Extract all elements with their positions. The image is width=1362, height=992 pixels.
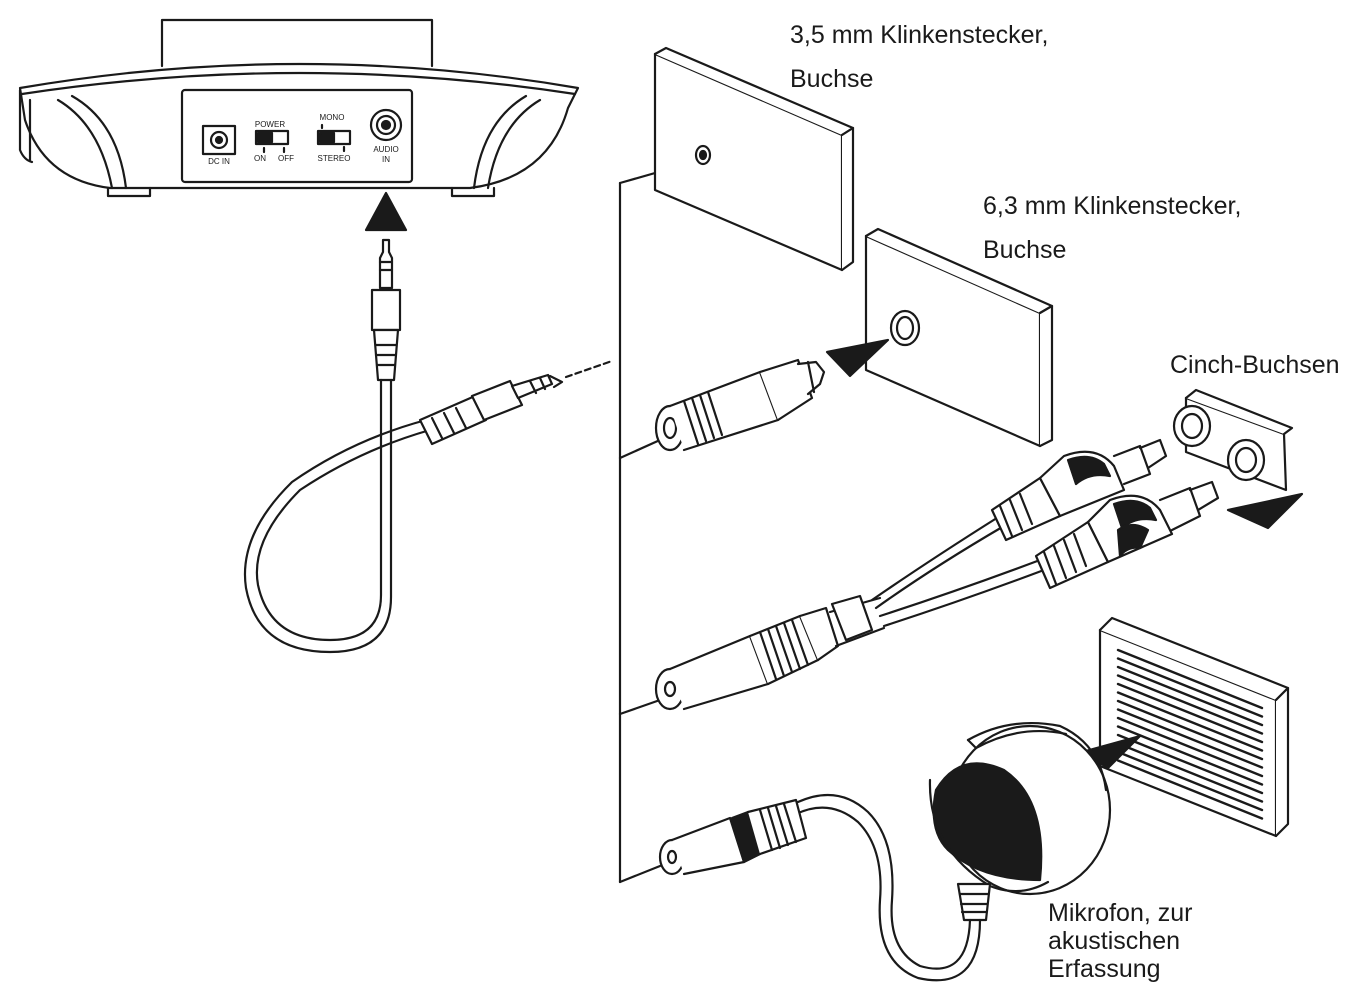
- transmitter-device: [18, 18, 580, 198]
- grille-slat: [1116, 674, 1264, 735]
- label-microphone-line2: akustischen: [1048, 927, 1181, 955]
- label-jack-6-3mm-line2: Buchse: [983, 236, 1067, 264]
- grille-slat: [1116, 742, 1264, 803]
- power-off-label: OFF: [278, 154, 294, 163]
- dc-in-label: DC IN: [208, 157, 230, 166]
- grille-slat: [1116, 725, 1264, 786]
- audio-cable-3-5mm: [243, 238, 614, 654]
- label-jack-3-5mm-line2: Buchse: [790, 65, 874, 93]
- label-microphone-line1: Mikrofon, zur: [1048, 899, 1193, 927]
- grille-slat: [1116, 691, 1264, 752]
- power-label: POWER: [255, 120, 285, 129]
- rca-y-cable: [654, 438, 1220, 711]
- grille-slat: [1116, 682, 1264, 744]
- speaker-grille: [1098, 616, 1290, 838]
- arrow-right-icon: [1226, 492, 1304, 530]
- cinch-sockets: [1172, 388, 1294, 492]
- power-on-label: ON: [254, 154, 266, 163]
- socket-block-3-5mm: [653, 46, 855, 272]
- grille-slat: [1116, 657, 1264, 718]
- socket-block-6-3mm: [864, 227, 1054, 448]
- microphone: [618, 721, 1112, 982]
- grille-slat: [1116, 750, 1264, 812]
- label-microphone-line3: Erfassung: [1048, 955, 1161, 983]
- grille-slat: [1116, 699, 1264, 761]
- stereo-label: STEREO: [318, 154, 351, 163]
- grille-slat: [1116, 708, 1264, 769]
- label-cinch-sockets: Cinch-Buchsen: [1170, 351, 1340, 379]
- grille-slat: [1116, 648, 1264, 710]
- mono-label: MONO: [320, 113, 345, 122]
- adapter-plug-6-3mm: [654, 358, 826, 452]
- audio-in-label: IN: [382, 155, 390, 164]
- audio-label: AUDIO: [373, 145, 398, 154]
- arrow-up-icon: [364, 191, 408, 232]
- label-jack-3-5mm-line1: 3,5 mm Klinkenstecker,: [790, 21, 1049, 49]
- label-jack-6-3mm-line1: 6,3 mm Klinkenstecker,: [983, 192, 1242, 220]
- arrow-right-icon: [825, 338, 890, 378]
- grille-slat: [1116, 759, 1264, 820]
- grille-slat: [1116, 716, 1264, 778]
- grille-slat: [1116, 733, 1264, 795]
- rear-panel: [180, 88, 414, 184]
- grille-slat: [1116, 665, 1264, 727]
